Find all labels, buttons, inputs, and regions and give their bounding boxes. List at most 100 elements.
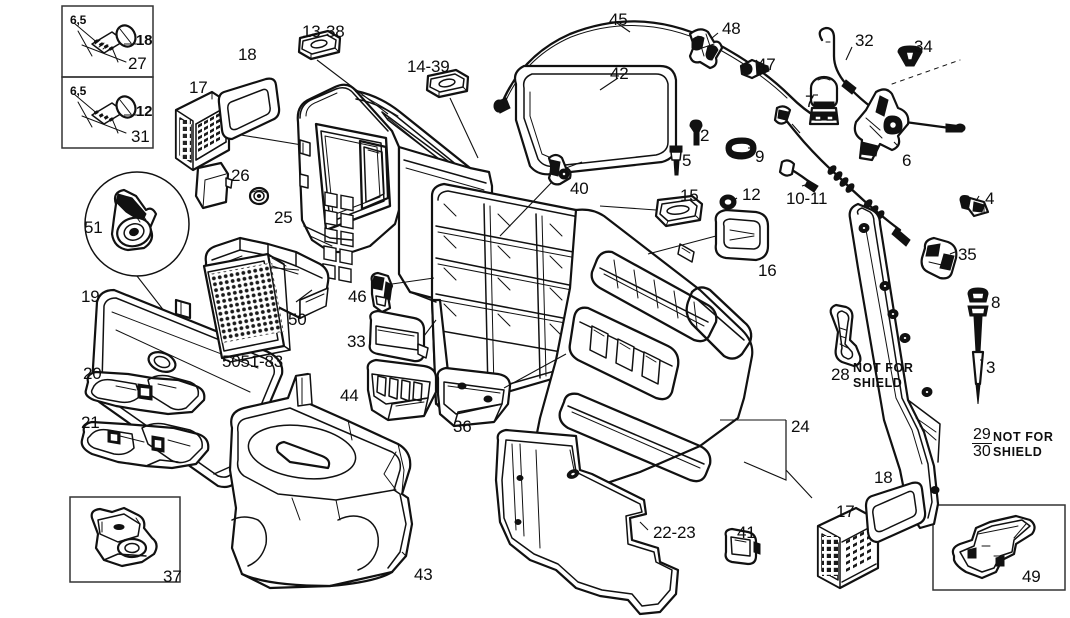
part-callout-24: 24 xyxy=(791,417,810,436)
part-callout-21: 21 xyxy=(81,413,100,432)
part-callout-17: 17 xyxy=(836,502,855,521)
fraction-numerator: 29 xyxy=(972,426,992,445)
part-callout-48: 48 xyxy=(722,19,741,38)
part-14-39-switch-art xyxy=(425,68,479,159)
part-17-left-module-art xyxy=(174,90,303,172)
part-5-stud-art xyxy=(669,145,683,176)
part-15-button-art xyxy=(599,194,704,228)
part-callout-2: 2 xyxy=(700,126,710,145)
part-16-duct-art xyxy=(647,208,770,262)
part-callout-42: 42 xyxy=(610,64,629,83)
part-callout-37: 37 xyxy=(163,567,182,586)
part-29-30-brace-art xyxy=(848,202,941,530)
dashboard-main-art xyxy=(296,83,813,499)
part-17-bottom-module-art xyxy=(816,506,880,590)
part-callout-33: 33 xyxy=(347,332,366,351)
dimension-label-65-top: 6,5 xyxy=(70,13,87,27)
part-44-drawer-art xyxy=(366,358,438,422)
part-callout-7: 7 xyxy=(805,92,815,111)
part-callout-27: 27 xyxy=(128,54,147,73)
part-callout-8: 8 xyxy=(991,293,1001,312)
part-20-hinge-art xyxy=(84,370,206,416)
part-callout-47: 47 xyxy=(757,55,776,74)
part-25-grommet-art xyxy=(248,186,270,206)
note-line: NOT FOR xyxy=(993,430,1054,444)
note-line: SHIELD xyxy=(853,376,903,391)
part-2-fastener-art xyxy=(689,119,703,146)
part-21-hinge-art xyxy=(80,420,210,470)
part-callout-9: 9 xyxy=(755,147,765,166)
part-33-cover-art xyxy=(368,309,437,363)
part-28-handle-art xyxy=(829,303,862,368)
part-42-lid-art xyxy=(513,64,678,176)
inset-51-circle-art xyxy=(84,171,190,335)
part-callout-31: 31 xyxy=(131,127,150,146)
part-callout-6: 6 xyxy=(902,151,912,170)
inset-screw-27-art xyxy=(73,22,142,63)
part-48-clip-art xyxy=(688,28,724,70)
part-callout-22-23: 22-23 xyxy=(653,523,696,542)
part-18-bottom-gasket-art xyxy=(864,481,927,544)
part-callout-25: 25 xyxy=(274,208,293,227)
part-callout-45: 45 xyxy=(609,10,628,29)
part-callout-44: 44 xyxy=(340,386,359,405)
part-8-3-fastener-art xyxy=(967,287,989,405)
part-callout-28: 28 xyxy=(831,365,850,384)
part-callout-18: 18 xyxy=(874,468,893,487)
part-callout-36: 36 xyxy=(453,417,472,436)
part-4-connector-art xyxy=(959,195,990,218)
part-callout-50: 50 xyxy=(288,310,307,329)
part-7-knob-art xyxy=(808,75,840,126)
part-callout-49: 49 xyxy=(1022,567,1041,586)
part-callout-3: 3 xyxy=(986,358,996,377)
part-18-left-gasket-art xyxy=(217,77,281,141)
note-line: SHIELD xyxy=(993,445,1043,460)
part-callout-32: 32 xyxy=(855,31,874,50)
part-26-cover-art xyxy=(194,161,233,210)
note-line: NOT FOR xyxy=(853,361,914,375)
part-callout-18: 18 xyxy=(238,45,257,64)
part-12-grommet-art xyxy=(719,194,738,210)
part-callout-34: 34 xyxy=(914,37,933,56)
dimension-label-65-bottom: 6,5 xyxy=(70,84,87,98)
part-callout-5051-83: 5051-83 xyxy=(222,352,283,371)
part-callout-5: 5 xyxy=(682,151,692,170)
inset-item-label-18-top: 18 xyxy=(136,32,153,49)
part-callout-41: 41 xyxy=(737,523,756,542)
part-32-rod-art xyxy=(818,26,966,133)
part-callout-26: 26 xyxy=(231,166,250,185)
part-callout-12: 12 xyxy=(742,185,761,204)
part-callout-19: 19 xyxy=(81,287,100,306)
part-callout-10-11: 10-11 xyxy=(786,189,828,208)
inset-screw-31-art xyxy=(73,93,142,134)
part-40-bracket-art xyxy=(499,153,583,237)
part-callout-35: 35 xyxy=(958,245,977,264)
part-callout-20: 20 xyxy=(83,364,102,383)
part-callout-13-38: 13-38 xyxy=(302,22,345,41)
part-9-oval-grommet-art xyxy=(725,137,757,160)
part-callout-51: 51 xyxy=(84,218,103,237)
part-43-column-cover-art xyxy=(228,372,414,590)
inset-item-label-12-bottom: 12 xyxy=(136,103,153,120)
inset-49-clip-art xyxy=(951,514,1036,580)
inset-37-bracket-art xyxy=(90,506,158,568)
part-5051-83-fusebox-art xyxy=(202,252,291,363)
part-callout-43: 43 xyxy=(414,565,433,584)
part-callout-16: 16 xyxy=(758,261,777,280)
part-46-clip-art xyxy=(370,271,435,314)
part-callout-40: 40 xyxy=(570,179,589,198)
part-callout-17: 17 xyxy=(189,78,208,97)
fraction-denominator: 30 xyxy=(973,443,991,461)
part-36-tray-art xyxy=(436,353,567,428)
part-6-lever-art xyxy=(853,88,910,162)
part-callout-15: 15 xyxy=(680,186,699,205)
part-35-clamp-art xyxy=(920,236,958,280)
part-10-11-cable-art xyxy=(773,105,911,247)
part-47-bolt-art xyxy=(739,58,770,80)
part-22-23-panel-art xyxy=(494,428,680,616)
